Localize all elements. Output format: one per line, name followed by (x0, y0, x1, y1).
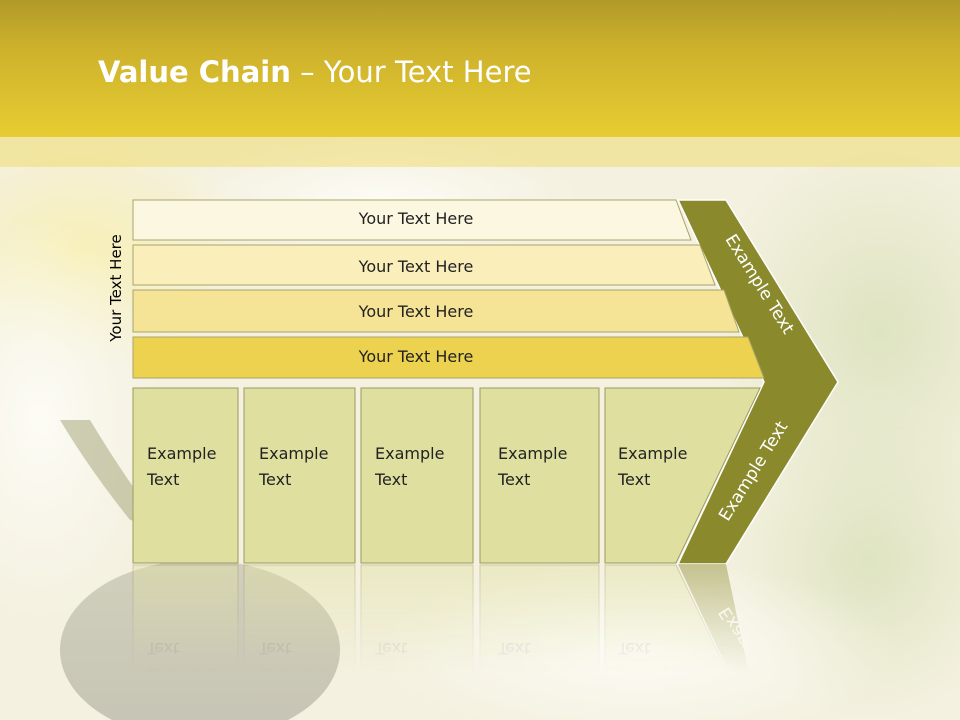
column-text-1a: Example (147, 444, 216, 463)
slide-title: Value Chain – Your Text Here (98, 55, 532, 89)
column-text-4a: Example (498, 444, 567, 463)
header-bar (0, 0, 960, 137)
column-box-3 (360, 387, 474, 564)
refl-text-3a: Example (375, 665, 444, 684)
refl-text-1a: Example (147, 665, 216, 684)
column-box-2 (243, 387, 356, 564)
refl-text-3b: Text (374, 639, 407, 658)
header-band (0, 137, 960, 167)
refl-text-2b: Text (258, 639, 291, 658)
column-box-4 (479, 387, 600, 564)
refl-text-4a: Example (498, 665, 567, 684)
column-text-2a: Example (259, 444, 328, 463)
row-bar-3 (132, 289, 740, 333)
row-label-4: Your Text Here (358, 347, 474, 366)
column-text-1b: Text (146, 470, 179, 489)
refl-text-4b: Text (497, 639, 530, 658)
refl-text-5a: Example (618, 665, 687, 684)
refl-text-1b: Text (146, 639, 179, 658)
column-box-1 (132, 387, 239, 564)
column-text-3a: Example (375, 444, 444, 463)
column-text-3b: Text (374, 470, 407, 489)
title-bold: Value Chain (98, 55, 291, 89)
row-label-3: Your Text Here (358, 302, 474, 321)
column-text-5a: Example (618, 444, 687, 463)
row-bar-2 (132, 244, 716, 286)
column-text-4b: Text (497, 470, 530, 489)
column-text-5b: Text (617, 470, 650, 489)
column-box-5 (604, 387, 761, 564)
row-label-1: Your Text Here (358, 209, 474, 228)
reflection: Example Text Example Text Example Text E… (132, 564, 792, 720)
refl-text-2a: Example (259, 665, 328, 684)
column-text-2b: Text (258, 470, 291, 489)
title-rest: – Your Text Here (290, 55, 532, 89)
row-bar-1 (132, 199, 692, 241)
refl-text-5b: Text (617, 639, 650, 658)
row-bar-4 (132, 336, 765, 379)
row-label-2: Your Text Here (358, 257, 474, 276)
